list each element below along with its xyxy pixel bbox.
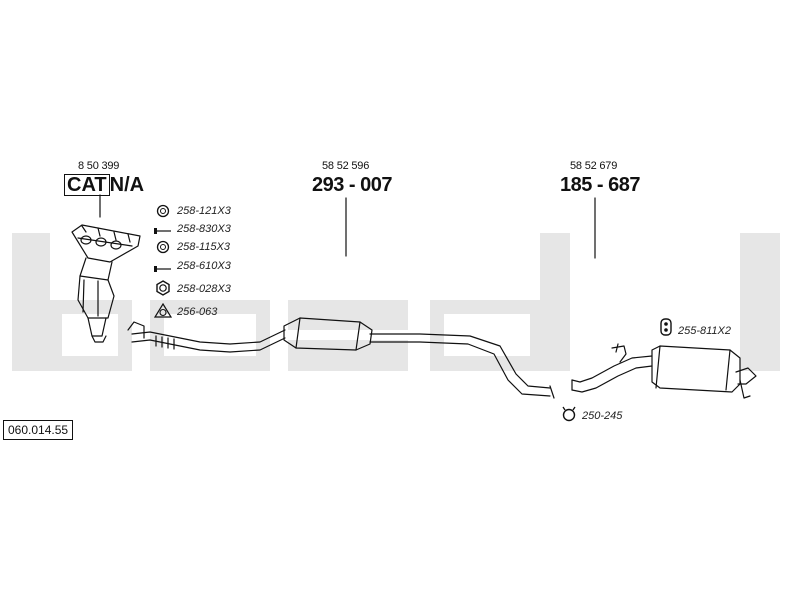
cat-badge: CAT bbox=[64, 174, 110, 196]
oem-number-cat: 8 50 399 bbox=[78, 160, 120, 172]
part-number-center: 293 - 007 bbox=[312, 174, 393, 196]
oem-number-rear: 58 52 679 bbox=[570, 160, 618, 172]
clamp-icon bbox=[560, 406, 578, 422]
gasket-icon bbox=[153, 302, 173, 319]
ring-icon bbox=[156, 240, 170, 254]
cat-availability: N/A bbox=[109, 174, 145, 196]
hardware-label: 256-063 bbox=[177, 306, 218, 318]
hardware-label: 258-830X3 bbox=[177, 223, 231, 235]
bolt-icon bbox=[154, 261, 172, 272]
rubber-mount-icon bbox=[660, 318, 672, 336]
front-pipe bbox=[127, 321, 286, 353]
hardware-label: 255-811X2 bbox=[678, 325, 732, 337]
rear-muffler bbox=[571, 343, 757, 399]
hardware-label: 258-028X3 bbox=[177, 283, 231, 295]
oem-number-center: 58 52 596 bbox=[322, 160, 370, 172]
hardware-label: 258-610X3 bbox=[177, 260, 231, 272]
catalytic-converter-manifold bbox=[71, 224, 141, 343]
hardware-label: 250-245 bbox=[582, 410, 623, 422]
cat-part-label: CAT N/A bbox=[64, 174, 144, 196]
hardware-label: 258-121X3 bbox=[177, 205, 231, 217]
ring-icon bbox=[156, 204, 170, 218]
nut-icon bbox=[155, 280, 171, 296]
part-number-rear: 185 - 687 bbox=[560, 174, 641, 196]
hardware-label: 258-115X3 bbox=[177, 241, 231, 253]
diagram-reference-number: 060.014.55 bbox=[3, 420, 74, 440]
bolt-icon bbox=[154, 223, 172, 234]
center-muffler bbox=[283, 317, 555, 399]
